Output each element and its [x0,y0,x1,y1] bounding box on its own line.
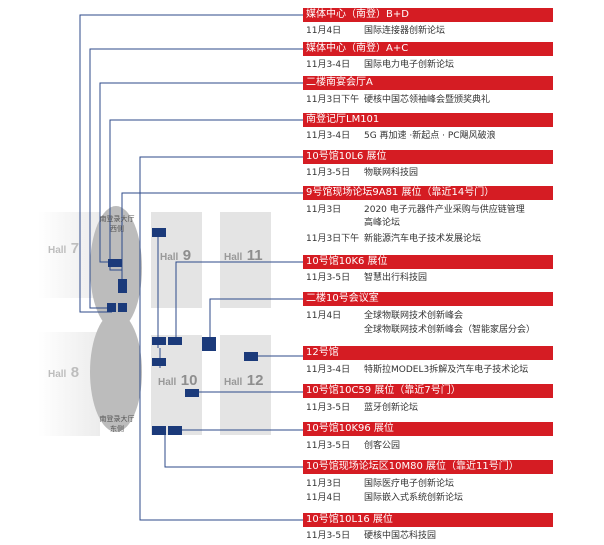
venue-header: 二楼10号会议室 [303,292,553,306]
booth-marker [118,303,127,312]
booth-marker [185,389,199,397]
booth-marker [118,279,127,293]
venue-header: 二楼南宴会厅A [303,76,553,90]
leader-line-4 [109,119,303,271]
venue-header: 南登记厅LM101 [303,113,553,127]
venue-header: 9号馆现场论坛9A81 展位（靠近14号门） [303,186,553,200]
booth-marker [202,337,216,351]
lobby-west-label: 南登录大厅 西侧 [99,215,135,233]
hall-12-block [220,335,271,435]
booth-marker [244,352,258,361]
venue-header: 10号馆10L16 展位 [303,513,553,527]
booth-marker [107,303,116,312]
venue-header: 10号馆10L6 展位 [303,150,553,164]
booth-marker [168,426,182,435]
leader-line-12 [164,432,303,468]
venue-header: 10号馆10K6 展位 [303,255,553,269]
venue-header: 10号馆10C59 展位（靠近7号门） [303,384,553,398]
leader-line-6 [121,192,303,285]
hall-10-label: Hall 10 [158,372,198,389]
hall-11-label: Hall 11 [224,247,263,264]
booth-marker [152,337,166,345]
venue-header: 10号馆现场论坛区10M80 展位（靠近11号门） [303,460,553,474]
lobby-east-label: 南登录大厅 东侧 [99,415,135,433]
lobby-east-shape [90,312,142,432]
booth-marker [152,228,166,237]
leader-line-2 [89,48,303,309]
leader-line-1 [79,14,303,313]
hall-11-block [220,212,271,308]
hall-12-label: Hall 12 [224,372,264,389]
lobby-west-shape [90,206,142,330]
leader-line-8 [209,298,303,342]
venue-header: 12号馆 [303,346,553,360]
hall-8-block [38,332,100,436]
venue-header: 媒体中心（南登）B+D [303,8,553,22]
venue-header: 媒体中心（南登）A+C [303,42,553,56]
hall-7-label: Hall 7 [48,240,80,257]
venue-header: 10号馆10K96 展位 [303,422,553,436]
booth-marker [152,358,166,366]
hall-8-label: Hall 8 [48,364,80,381]
booth-marker [152,426,166,435]
booth-marker [108,259,122,267]
leader-line-7 [175,261,303,342]
leader-line-5 [139,156,303,521]
booth-marker [168,337,182,345]
hall-9-label: Hall 9 [160,247,192,264]
